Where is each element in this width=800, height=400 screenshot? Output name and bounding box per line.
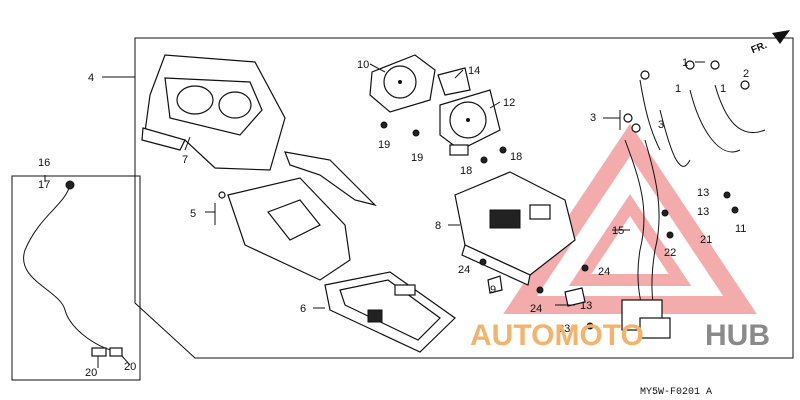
callout: 3 <box>590 112 596 124</box>
instrument-cover <box>141 54 286 171</box>
callout: 12 <box>503 97 515 109</box>
watermark-word-a: AUTOMOTO <box>470 319 644 352</box>
callout: 5 <box>190 208 196 220</box>
callout: 21 <box>700 234 712 246</box>
diagram-code: MY5W-F0201 A <box>640 387 712 398</box>
callout: 14 <box>468 65 480 77</box>
speedometer <box>369 54 471 113</box>
callout: 9 <box>490 284 496 296</box>
callout: 20 <box>85 367 97 379</box>
callout: 18 <box>510 151 522 163</box>
trim-strip <box>284 151 377 207</box>
callouts: 4 7 5 6 8 10 14 12 19 19 18 18 24 24 24 … <box>38 57 749 379</box>
callout: 10 <box>357 59 369 71</box>
cable-boundary <box>11 175 141 381</box>
front-arrow-icon: FR. <box>750 30 790 56</box>
callout: 19 <box>378 139 390 151</box>
callout: 15 <box>612 225 624 237</box>
assembly-boundary <box>134 37 794 359</box>
callout: 13 <box>580 300 592 312</box>
callout: 1 <box>682 57 688 69</box>
callout: 18 <box>460 165 472 177</box>
callout: 7 <box>182 154 188 166</box>
callout: 17 <box>38 179 50 191</box>
watermark-word-b: HUB <box>705 319 770 352</box>
wire-harness <box>621 60 766 339</box>
lower-case <box>218 177 351 281</box>
callout: 16 <box>38 157 50 169</box>
meter-housing <box>454 171 576 286</box>
callout: 20 <box>124 361 136 373</box>
callout: 24 <box>530 303 542 315</box>
callout: 19 <box>411 152 423 164</box>
callout: 11 <box>735 223 746 235</box>
callout: 8 <box>435 220 441 232</box>
watermark-text: AUTOMOTO HUB <box>470 319 770 352</box>
callout: 13 <box>697 206 709 218</box>
callout: 3 <box>658 119 664 131</box>
fasteners <box>380 121 739 330</box>
bezel-panel <box>324 271 456 353</box>
callout: 24 <box>598 266 610 278</box>
callout: 2 <box>743 68 749 80</box>
callout: 22 <box>664 247 676 259</box>
callout: 23 <box>558 323 570 335</box>
tachometer <box>439 89 501 156</box>
leader-lines <box>44 61 705 368</box>
callout: 13 <box>697 187 709 199</box>
callout: 4 <box>88 72 94 84</box>
callout: 24 <box>458 264 470 276</box>
speedometer-cable <box>23 180 123 357</box>
callout: 6 <box>300 303 306 315</box>
callout: 1 <box>675 83 681 95</box>
front-label: FR. <box>750 40 769 56</box>
callout: 1 <box>720 83 726 95</box>
